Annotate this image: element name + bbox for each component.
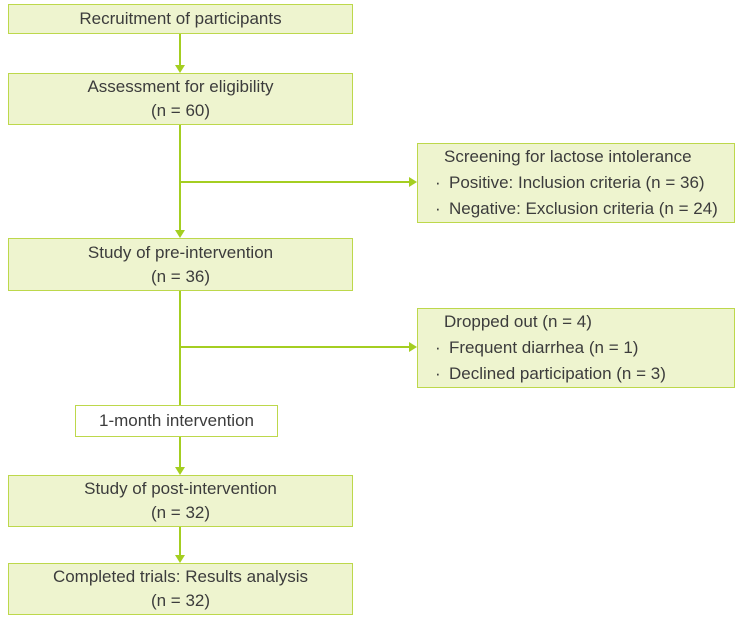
arrow-assessment-to-pre — [179, 125, 181, 230]
branch-to-screening — [180, 181, 409, 183]
box-intervention: 1-month intervention — [75, 405, 278, 437]
box-screening-item-text: Positive: Inclusion criteria (n = 36) — [449, 173, 705, 192]
box-dropped-out: Dropped out (n = 4) · Frequent diarrhea (… — [417, 308, 735, 388]
box-dropped-out-title: Dropped out (n = 4) — [444, 312, 592, 331]
box-completed: Completed trials: Results analysis (n = … — [8, 563, 353, 615]
arrowhead-right-icon — [409, 342, 417, 352]
arrowhead-down-icon — [175, 230, 185, 238]
box-post-intervention-line1: Study of post-intervention — [84, 479, 277, 498]
arrow-recruitment-to-assessment — [179, 34, 181, 65]
box-recruitment: Recruitment of participants — [8, 4, 353, 34]
box-pre-intervention-line2: (n = 36) — [150, 266, 211, 286]
box-assessment-line2: (n = 60) — [150, 101, 211, 120]
line-pre-to-intervention — [179, 291, 181, 405]
box-dropped-out-item: · Frequent diarrhea (n = 1) — [435, 335, 726, 361]
box-screening-item-text: Negative: Exclusion criteria (n = 24) — [449, 199, 718, 218]
arrowhead-down-icon — [175, 65, 185, 73]
bullet-icon: · — [435, 364, 441, 383]
box-screening-item: · Negative: Exclusion criteria (n = 24) — [435, 196, 726, 222]
bullet-icon: · — [435, 338, 441, 357]
arrowhead-down-icon — [175, 467, 185, 475]
bullet-icon: · — [435, 173, 441, 192]
box-completed-line2: (n = 32) — [150, 591, 211, 610]
box-post-intervention-line2: (n = 32) — [150, 503, 211, 522]
arrow-intervention-to-post — [179, 437, 181, 467]
box-intervention-label: 1-month intervention — [99, 411, 254, 430]
arrowhead-down-icon — [175, 555, 185, 563]
box-pre-intervention-line1: Study of pre-intervention — [87, 242, 274, 262]
box-assessment: Assessment for eligibility (n = 60) — [8, 73, 353, 125]
arrow-post-to-completed — [179, 527, 181, 555]
box-pre-intervention: Study of pre-intervention (n = 36) — [8, 238, 353, 291]
branch-to-dropped-out — [180, 346, 409, 348]
box-completed-line1: Completed trials: Results analysis — [52, 567, 309, 586]
bullet-icon: · — [435, 199, 441, 218]
box-assessment-line1: Assessment for eligibility — [87, 77, 274, 96]
box-dropped-out-item-text: Frequent diarrhea (n = 1) — [449, 338, 639, 357]
box-post-intervention: Study of post-intervention (n = 32) — [8, 475, 353, 527]
box-screening-title: Screening for lactose intolerance — [444, 147, 692, 166]
box-dropped-out-item: · Declined participation (n = 3) — [435, 361, 726, 387]
box-screening: Screening for lactose intolerance · Posit… — [417, 143, 735, 223]
box-dropped-out-item-text: Declined participation (n = 3) — [449, 364, 666, 383]
arrowhead-right-icon — [409, 177, 417, 187]
box-screening-item: · Positive: Inclusion criteria (n = 36) — [435, 170, 726, 196]
box-recruitment-label: Recruitment of participants — [79, 9, 282, 28]
